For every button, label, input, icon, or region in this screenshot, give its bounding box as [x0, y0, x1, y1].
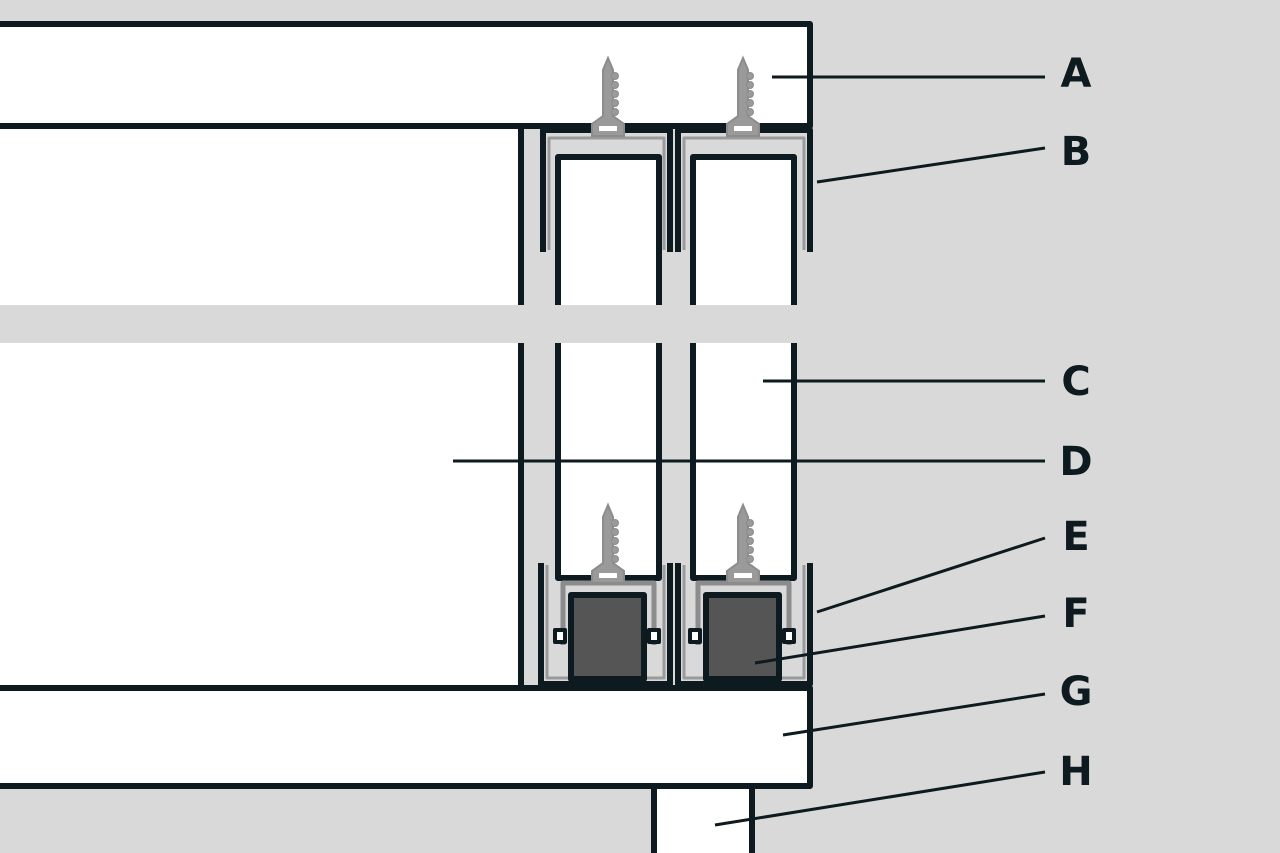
label-d: D: [1059, 439, 1092, 485]
label-a: A: [1061, 51, 1092, 97]
door-panel-1-upper: [555, 154, 662, 305]
bottom-beam: [0, 685, 813, 789]
label-b: B: [1061, 129, 1092, 175]
roller-1: [568, 592, 647, 682]
leader-line-e: [816, 536, 1046, 614]
label-e: E: [1062, 514, 1089, 560]
label-h: H: [1059, 749, 1092, 795]
leader-line-b: [816, 146, 1046, 184]
support-post: [651, 786, 755, 853]
label-g: G: [1060, 669, 1093, 715]
leader-line-h: [714, 770, 1046, 827]
bottom-track-channel-1: [538, 563, 673, 687]
screw-icon: [726, 502, 760, 584]
bottom-track-channel-2: [675, 563, 813, 687]
roller-2: [703, 592, 782, 682]
leader-line-f: [754, 614, 1046, 665]
wall-panel-lower: [0, 343, 521, 688]
label-c: C: [1061, 359, 1090, 405]
leader-line-g: [782, 692, 1046, 737]
label-f: F: [1062, 591, 1089, 637]
top-beam: [0, 21, 813, 129]
screw-icon: [726, 55, 760, 137]
screw-icon: [591, 55, 625, 137]
screw-icon: [591, 502, 625, 584]
door-panel-2-upper: [690, 154, 797, 305]
wall-panel-upper: [0, 126, 521, 305]
